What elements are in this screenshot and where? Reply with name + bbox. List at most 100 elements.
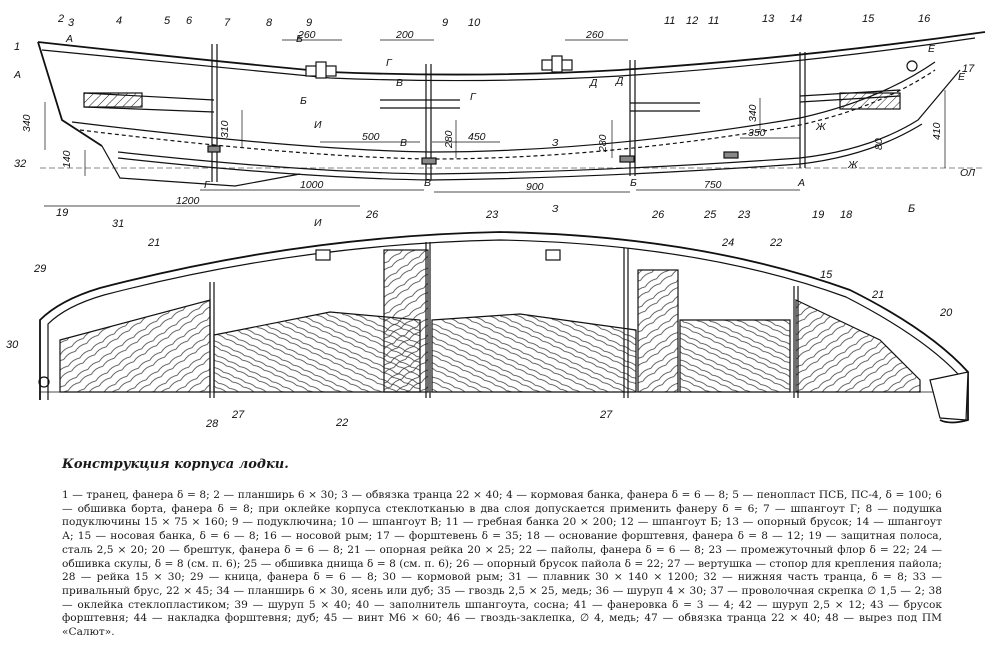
part-number-top-12: 12	[686, 15, 698, 27]
part-number-top-14: 14	[790, 13, 802, 25]
part-number-bottom-23: 23	[737, 209, 751, 221]
part-number-top-9: 9	[442, 17, 448, 29]
dimension-vertical-410: 410	[931, 122, 943, 140]
stern-ring	[38, 376, 50, 388]
part-number-bottom-26: 26	[365, 209, 379, 221]
section-mark-Ж-14: Ж	[815, 121, 827, 133]
parts-legend: 1 — транец, фанера δ = 8; 2 — планширь 6…	[62, 489, 942, 639]
part-number-bottom-Б: Б	[908, 203, 915, 215]
part-number-top-13: 13	[762, 13, 775, 25]
part-number-top-6: 6	[186, 15, 193, 27]
dimension-450: 450	[468, 131, 486, 143]
part-number-plan-21: 21	[147, 237, 160, 249]
part-number-top-9: 9	[306, 17, 312, 29]
part-number-top-10: 10	[468, 17, 481, 29]
section-mark-Б-3: Б	[300, 95, 307, 107]
part-number-bottom-19: 19	[812, 209, 824, 221]
part-number-top-11: 11	[664, 15, 675, 27]
part-number-plan-22: 22	[769, 237, 782, 249]
dimension-vertical-340: 340	[21, 114, 33, 132]
dimension-vertical-340: 340	[747, 104, 759, 122]
floor-panel-center	[383, 249, 429, 393]
section-mark-Б-2: Б	[296, 33, 303, 45]
part-number-plan-21: 21	[871, 289, 884, 301]
breasthook	[929, 371, 969, 421]
floor-panel-bow-left	[679, 319, 791, 393]
part-number-bottom-32: 32	[14, 158, 26, 170]
part-number-plan-20: 20	[939, 307, 953, 319]
foam-block-bow	[839, 92, 901, 110]
section-mark-А-1: А	[65, 33, 73, 45]
dimension-260: 260	[585, 29, 604, 41]
dimension-vertical-80: 80	[873, 138, 885, 150]
section-mark-А-0: А	[13, 69, 21, 81]
section-mark-В-6: В	[396, 77, 403, 89]
boat-hull-drawing: 1234567899101112111314151617321931262326…	[6, 13, 986, 430]
part-number-plan-28: 28	[205, 418, 219, 430]
plan-view	[38, 231, 969, 424]
floor-panel-mid	[431, 313, 637, 393]
part-number-bottom-19: 19	[56, 207, 68, 219]
part-number-top-3: 3	[68, 17, 75, 29]
part-number-plan-24: 24	[721, 237, 734, 249]
section-mark-Е-10: Е	[928, 43, 936, 55]
part-number-plan-15: 15	[820, 269, 833, 281]
sheer-line	[37, 31, 986, 76]
dimension-900: 900	[526, 181, 544, 193]
floor-panel-bow	[795, 299, 921, 393]
section-mark-Е-11: Е	[958, 71, 966, 83]
part-number-top-7: 7	[224, 17, 231, 29]
section-mark-И-13: И	[314, 217, 322, 229]
side-view	[37, 31, 986, 207]
dimension-vertical-140: 140	[61, 150, 73, 168]
dimension-200: 200	[395, 29, 414, 41]
section-mark-В-7: В	[400, 137, 407, 149]
part-number-top-15: 15	[862, 13, 875, 25]
part-number-bottom-23: 23	[485, 209, 499, 221]
section-mark-В-19: В	[424, 177, 431, 189]
part-number-top-5: 5	[164, 15, 171, 27]
section-mark-И-12: И	[314, 119, 322, 131]
dimension-500: 500	[362, 131, 380, 143]
dimension-350: 350	[748, 127, 766, 139]
part-number-bottom-26: 26	[651, 209, 665, 221]
section-mark-Г-4: Г	[386, 57, 393, 69]
dimension-1000: 1000	[300, 179, 324, 191]
part-number-plan-22: 22	[335, 417, 348, 429]
part-number-top-16: 16	[918, 13, 931, 25]
dimension-1200: 1200	[176, 195, 200, 207]
dimension-260: 260	[297, 29, 316, 41]
skeg	[101, 145, 301, 187]
part-number-bottom-31: 31	[112, 218, 124, 230]
part-number-bottom-25: 25	[703, 209, 717, 221]
dimension-vertical-280: 280	[597, 134, 609, 153]
transom	[37, 41, 103, 147]
figure-caption: Конструкция корпуса лодки.	[62, 457, 289, 472]
part-number-plan-27: 27	[599, 409, 613, 421]
part-number-top-11: 11	[708, 15, 719, 27]
bow-ring	[906, 60, 918, 72]
part-number-plan-30: 30	[6, 339, 19, 351]
section-mark-А-21: А	[797, 177, 805, 189]
dimension-vertical-310: 310	[219, 120, 231, 138]
part-number-bottom-18: 18	[840, 209, 853, 221]
part-number-top-4: 4	[116, 15, 122, 27]
section-mark-З-17: З	[552, 203, 559, 215]
section-mark-Г-5: Г	[470, 91, 477, 103]
floor-panel-stern	[59, 299, 211, 393]
part-number-plan-27: 27	[231, 409, 245, 421]
section-mark-Ж-15: Ж	[847, 159, 859, 171]
dimension-vertical-280: 280	[443, 130, 455, 149]
foam-block-stern	[83, 92, 143, 108]
part-number-top-2: 2	[57, 13, 64, 25]
keel-line	[117, 69, 961, 175]
floor-panel-right	[637, 269, 679, 393]
waterline-label: ОЛ	[960, 167, 976, 179]
section-mark-Г-18: Г	[204, 179, 211, 191]
section-mark-З-16: З	[552, 137, 559, 149]
part-number-plan-29: 29	[33, 263, 46, 275]
plan-outer	[39, 231, 969, 424]
section-mark-Д-8: Д	[589, 77, 598, 89]
section-mark-Б-20: Б	[630, 177, 637, 189]
